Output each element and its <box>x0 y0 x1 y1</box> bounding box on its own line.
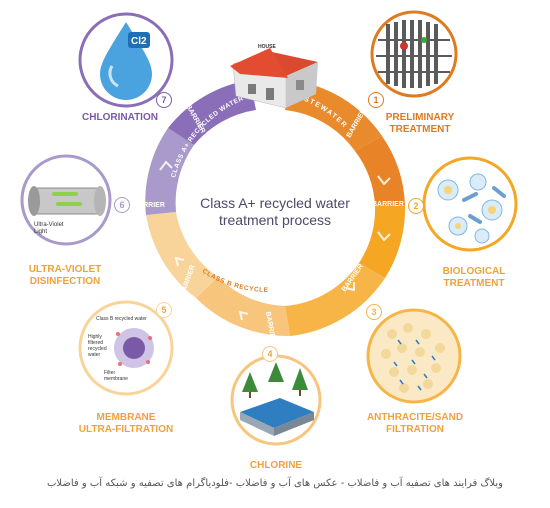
inset-5-membrane: Class B recycled water Highly filtered r… <box>78 300 174 396</box>
membrane-filtered-line-4: water <box>88 352 101 358</box>
stage-label-2: BIOLOGICAL TREATMENT <box>424 266 524 290</box>
watermark-caption: وبلاگ فرایند های تصفیه آب و فاضلاب - عکس… <box>47 478 503 489</box>
membrane-class-b-label: Class B recycled water <box>96 316 147 322</box>
house-illustration: HOUSE <box>230 44 318 109</box>
inset-4-chlorine <box>230 354 322 446</box>
ring-segment-7 <box>168 80 256 145</box>
stage-label-1-line-1: PRELIMINARY <box>385 112 455 123</box>
membrane-filtered-line-2: filtered <box>88 340 103 346</box>
ring-segment-4 <box>196 277 290 337</box>
house-label: HOUSE <box>258 44 276 50</box>
stage-label-1: PRELIMINARY TREATMENT <box>370 112 470 136</box>
stage-label-4-line-1: CHLORINE <box>249 460 303 471</box>
ring-segment-2 <box>359 205 406 278</box>
stage-label-4: CHLORINE <box>236 460 316 472</box>
inset-2-biological <box>422 156 518 252</box>
stage-number-4: 4 <box>262 346 278 362</box>
membrane-filtered-line-3: recycled <box>88 346 107 352</box>
stage-number-3: 3 <box>366 304 382 320</box>
inset-6-uv: Ultra-Violet Light <box>20 154 112 246</box>
stage-label-7: CHLORINATION <box>60 112 180 124</box>
flow-arrow-6 <box>159 160 173 171</box>
flow-arrow-2 <box>377 231 391 242</box>
ring-segment-3 <box>285 263 385 336</box>
center-title-line-1: Class A+ recycled water <box>200 195 350 211</box>
stage-label-2-line-2: TREATMENT <box>443 278 505 289</box>
flow-arrow-5 <box>174 256 185 267</box>
center-title-line-2: treatment process <box>218 212 332 228</box>
stage-number-6: 6 <box>114 197 130 213</box>
stage-label-6-line-1: ULTRA-VIOLET <box>28 264 102 275</box>
flow-arrows <box>159 160 391 321</box>
stage-label-6: ULTRA-VIOLET DISINFECTION <box>10 264 120 288</box>
stage-number-5: 5 <box>156 302 172 318</box>
ring-segment-1 <box>355 136 405 205</box>
stage-label-6-line-2: DISINFECTION <box>29 276 101 287</box>
flow-arrow-3 <box>345 282 355 292</box>
stage-label-3-line-2: FILTRATION <box>386 424 444 435</box>
membrane-filter-line-2: membrane <box>104 376 128 382</box>
flow-arrow-1 <box>377 175 391 186</box>
treatment-ring <box>145 80 406 337</box>
ring-segment-wastewater <box>285 80 382 151</box>
stage-label-3: ANTHRACITE/SAND FILTRATION <box>360 412 470 436</box>
stage-number-2: 2 <box>408 198 424 214</box>
stage-label-1-line-2: TREATMENT <box>389 124 451 135</box>
membrane-filtered-line-1: Highly <box>88 334 102 340</box>
flow-arrow-4 <box>238 310 249 321</box>
ring-segment-6 <box>145 128 194 215</box>
barrier-label-2: BARRIER <box>372 201 404 208</box>
uv-label-line-2: Light <box>34 229 47 235</box>
stage-label-7-line-1: CHLORINATION <box>82 112 158 123</box>
uv-label-line-1: Ultra-Violet <box>34 222 64 228</box>
inset-1-preliminary <box>370 10 458 98</box>
stage-label-3-line-1: ANTHRACITE/SAND <box>366 412 464 423</box>
barrier-label-6: BARRIER <box>133 202 165 209</box>
inset-7-chlorination: Cl2 <box>78 12 174 108</box>
cl2-badge: Cl2 <box>131 36 147 47</box>
stage-number-1: 1 <box>368 92 384 108</box>
membrane-filter-line-1: Filter <box>104 370 115 376</box>
stage-label-5: MEMBRANE ULTRA-FILTRATION <box>66 412 186 436</box>
center-title: Class A+ recycled water treatment proces… <box>170 195 380 229</box>
inset-3-sand-filtration <box>366 308 462 404</box>
stage-label-5-line-1: MEMBRANE <box>96 412 156 423</box>
ring-segment-5 <box>146 212 218 298</box>
stage-number-7: 7 <box>156 92 172 108</box>
stage-label-5-line-2: ULTRA-FILTRATION <box>78 424 174 435</box>
stage-label-2-line-1: BIOLOGICAL <box>442 266 506 277</box>
